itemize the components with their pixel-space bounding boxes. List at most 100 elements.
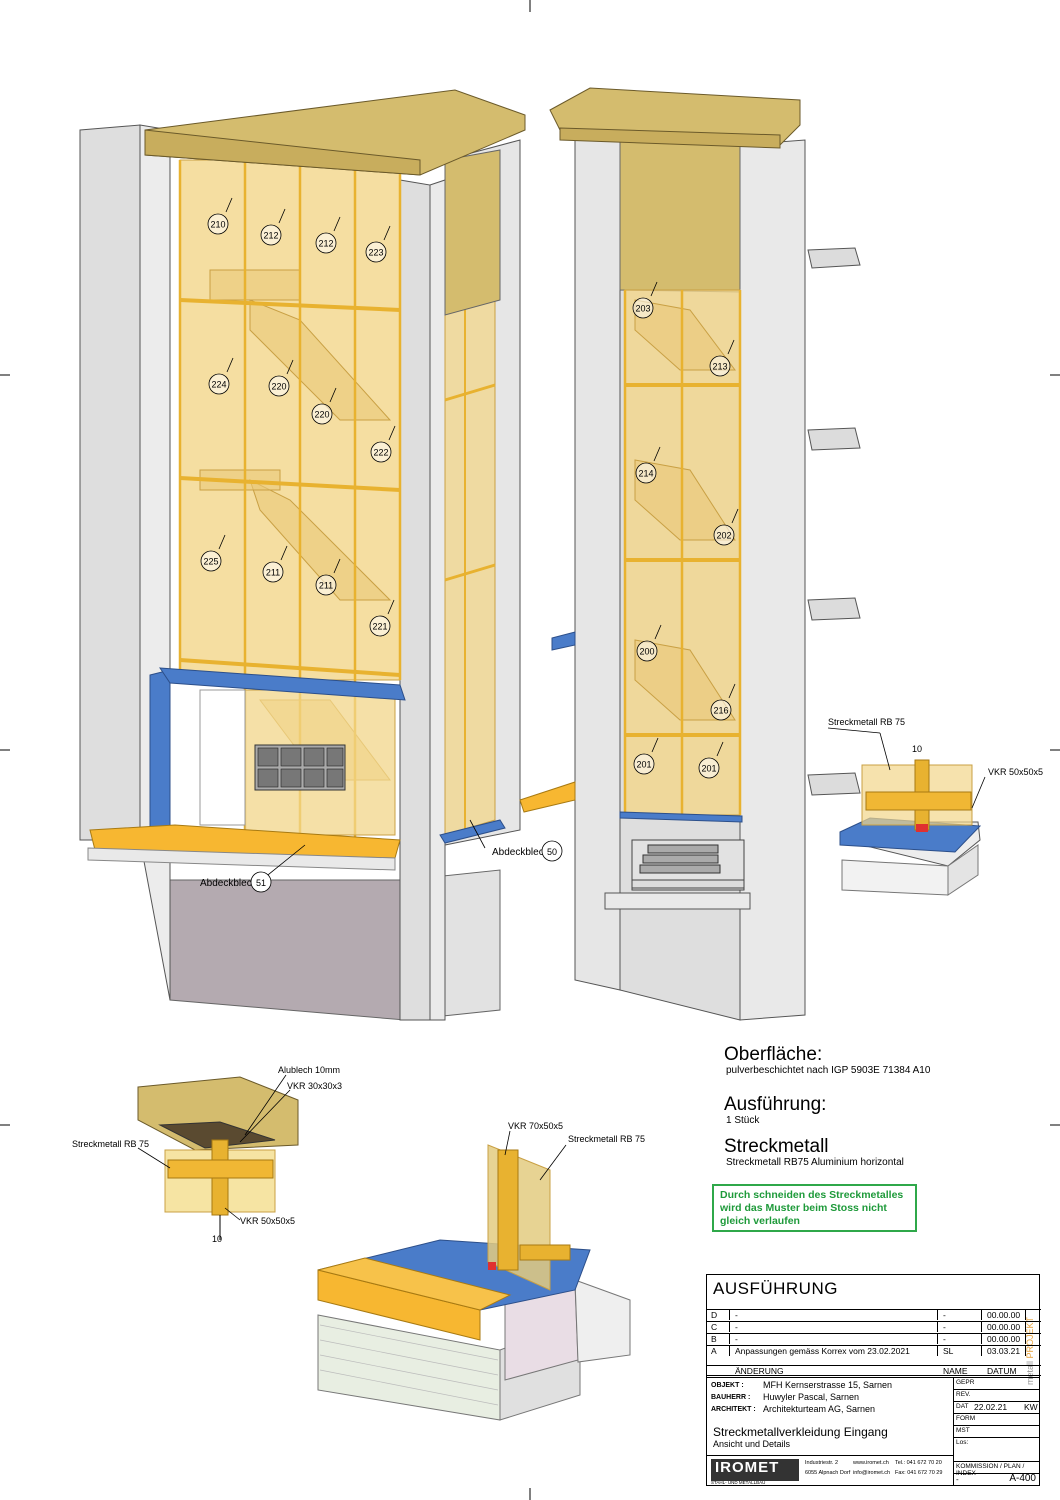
oberflaeche-text: pulverbeschichtet nach IGP 5903E 71384 A… — [726, 1065, 931, 1076]
direction-arrow — [280, 545, 288, 561]
stair-bubble — [369, 615, 391, 637]
revision-row: C--00.00.00 — [707, 1321, 1041, 1332]
bubble-50 — [541, 840, 563, 862]
direction-arrow — [653, 446, 661, 462]
direction-arrow — [383, 225, 391, 241]
stair-bubble — [698, 757, 720, 779]
label-vkr-70: VKR 70x50x5 — [508, 1121, 563, 1131]
stair-number: 216 — [713, 706, 728, 716]
direction-arrow — [727, 339, 735, 355]
stair-bubble — [208, 373, 230, 395]
table-divider — [981, 1310, 982, 1320]
direction-arrow — [286, 359, 294, 375]
warning-box: Durch schneiden des Streckmetalles wird … — [712, 1184, 917, 1232]
stair-number: 212 — [263, 231, 278, 241]
company-logo: IROMET — [711, 1459, 799, 1481]
stair-bubble — [635, 462, 657, 484]
check-fields: GEPR REV. DAT 22.02.21 KW FORM MST Los: … — [953, 1377, 1040, 1485]
stair-bubble — [370, 441, 392, 463]
label-vkr-50-a: VKR 50x50x5 — [988, 767, 1043, 777]
stair-bubble — [632, 297, 654, 319]
stair-bubble — [262, 561, 284, 583]
stair-number: 211 — [266, 568, 280, 578]
stair-number: 203 — [635, 304, 650, 314]
ausfuehrung-text: 1 Stück — [726, 1115, 760, 1126]
stair-number: 224 — [211, 380, 226, 390]
plan-number: A-400 — [1009, 1473, 1036, 1484]
table-divider — [981, 1346, 982, 1356]
stair-bubble — [636, 640, 658, 662]
revision-header: ÄNDERUNG NAME DATUM — [707, 1365, 1041, 1376]
label-streckmetall-c: Streckmetall RB 75 — [568, 1134, 645, 1144]
stair-number: 214 — [638, 469, 653, 479]
direction-arrow — [716, 741, 724, 757]
table-divider — [937, 1310, 938, 1320]
detail-corner-bottom-left — [137, 1076, 299, 1240]
direction-arrow — [728, 683, 736, 699]
label-abdeckblech-50: Abdeckblech — [492, 847, 549, 858]
detail-corner-top-right — [839, 759, 982, 896]
stair-number: 202 — [716, 531, 731, 541]
revision-row: D--00.00.00 — [707, 1309, 1041, 1320]
direction-arrow — [333, 558, 341, 574]
table-divider — [729, 1310, 730, 1320]
direction-arrow — [278, 208, 286, 224]
left-tower-view — [79, 89, 526, 1021]
stair-number: 223 — [368, 248, 383, 258]
stair-number: 220 — [314, 410, 329, 420]
note-ausfuehrung: Ausführung: 1 Stück — [724, 1094, 826, 1127]
stair-number: 220 — [271, 382, 286, 392]
stair-number: 200 — [639, 647, 654, 657]
stair-bubble — [633, 753, 655, 775]
stair-bubble — [200, 550, 222, 572]
direction-arrow — [650, 281, 658, 297]
table-divider — [937, 1346, 938, 1356]
table-divider — [729, 1322, 730, 1332]
note-streckmetall: Streckmetall Streckmetall RB75 Aluminium… — [724, 1136, 904, 1169]
direction-arrow — [329, 387, 337, 403]
stair-bubble — [710, 699, 732, 721]
stair-bubble — [311, 403, 333, 425]
project-info: OBJEKT :MFH Kernserstrasse 15, Sarnen BA… — [707, 1377, 953, 1422]
label-vkr-50-b: VKR 50x50x5 — [240, 1216, 295, 1226]
direction-arrow — [387, 599, 395, 615]
oberflaeche-title: Oberfläche: — [724, 1044, 823, 1065]
stair-bubble — [268, 375, 290, 397]
company-footer: IROMET STAHL- UND METALLBAU Industriestr… — [707, 1455, 953, 1486]
table-divider — [981, 1334, 982, 1344]
drawing-subtitle: Ansicht und Details — [713, 1439, 791, 1449]
ausfuehrung-title: Ausführung: — [724, 1094, 827, 1115]
stair-number: 210 — [210, 220, 225, 230]
stair-number: 225 — [203, 557, 218, 567]
direction-arrow — [731, 508, 739, 524]
stair-bubble — [315, 232, 337, 254]
table-divider — [729, 1334, 730, 1344]
streckmetall-title: Streckmetall — [724, 1136, 829, 1157]
table-divider — [937, 1322, 938, 1332]
label-51-num: 51 — [256, 878, 266, 888]
label-vkr-30: VKR 30x30x3 — [287, 1081, 342, 1091]
table-divider — [937, 1334, 938, 1344]
stair-bubble — [709, 355, 731, 377]
stair-bubble — [207, 213, 229, 235]
direction-arrow — [651, 737, 659, 753]
stair-bubble — [315, 574, 337, 596]
stair-bubble — [365, 241, 387, 263]
table-divider — [1025, 1334, 1026, 1344]
label-alublech: Alublech 10mm — [278, 1065, 340, 1075]
label-dim-10-a: 10 — [912, 744, 922, 754]
stair-bubble — [260, 224, 282, 246]
label-50-num: 50 — [547, 847, 557, 857]
direction-arrow — [333, 216, 341, 232]
detail-sill-bottom — [317, 1144, 631, 1421]
table-divider — [981, 1322, 982, 1332]
stair-number: 212 — [318, 239, 333, 249]
stair-bubble — [713, 524, 735, 546]
table-divider — [1025, 1322, 1026, 1332]
table-divider — [1025, 1346, 1026, 1356]
label-streckmetall-a: Streckmetall RB 75 — [828, 717, 905, 727]
